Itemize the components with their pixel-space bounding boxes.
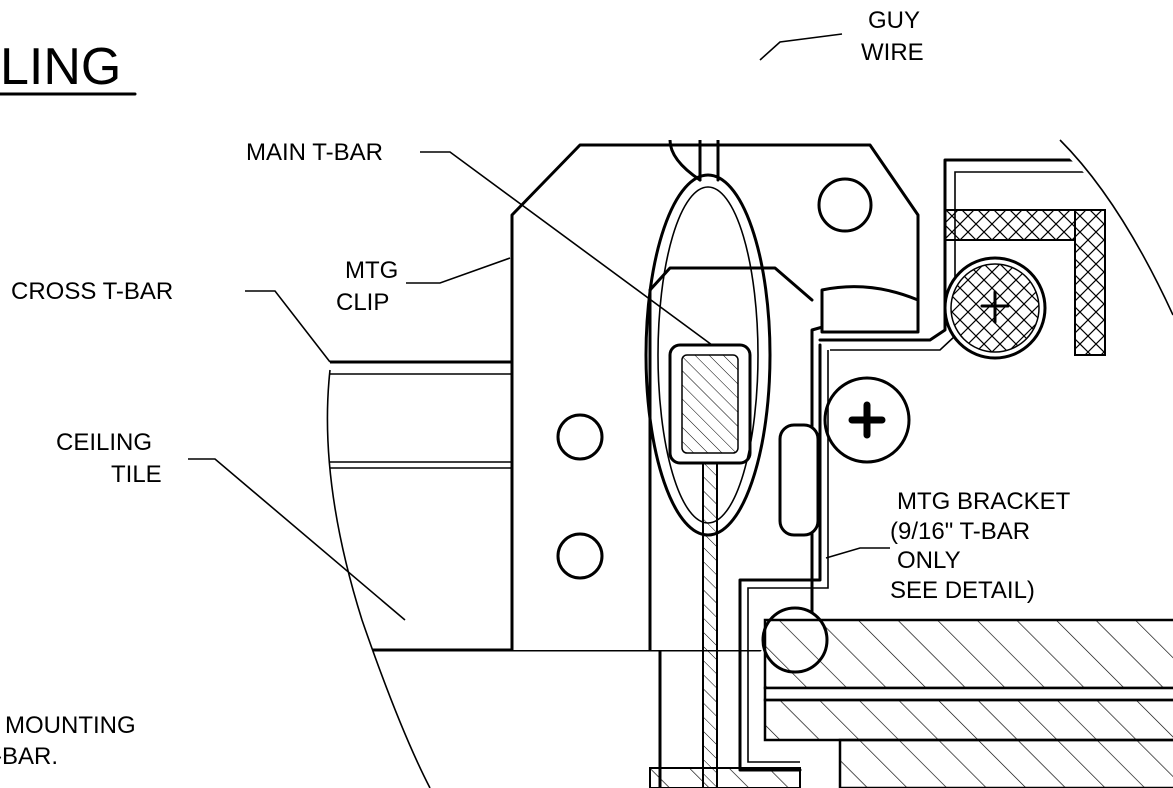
clip-hole-top	[817, 177, 873, 233]
title-fragment: LING	[0, 38, 137, 96]
label-mtg-clip: MTG CLIP	[336, 257, 398, 316]
mtg-clip-line2: CLIP	[336, 289, 389, 316]
note-line1: MOUNTING	[5, 712, 136, 739]
fixture-housing-lower	[763, 618, 1173, 788]
label-guy-wire: GUY WIRE	[861, 7, 924, 66]
screw-shape	[820, 285, 920, 464]
detail-view	[327, 0, 1173, 788]
guy-wire-line1: GUY	[868, 7, 920, 34]
label-cross-tbar: CROSS T-BAR	[11, 278, 173, 305]
cross-tbar-shape	[327, 360, 522, 469]
note-line2: -BAR.	[0, 743, 58, 770]
title-text: LING	[0, 38, 121, 96]
mtg-clip-line1: MTG	[345, 257, 398, 284]
leader-lines	[188, 33, 890, 621]
label-ceiling-tile: CEILING TILE	[56, 429, 162, 488]
main-tbar-shape	[649, 343, 801, 788]
detail-boundary-left	[326, 369, 431, 788]
mtg-bracket-line3: ONLY	[897, 547, 961, 574]
guy-wire-line2: WIRE	[861, 39, 924, 66]
clip-hole-upper	[556, 413, 604, 461]
label-main-tbar: MAIN T-BAR	[246, 139, 383, 166]
mtg-bracket-line2: (9/16" T-BAR	[890, 518, 1030, 545]
mtg-bracket-line4: SEE DETAIL)	[890, 577, 1035, 604]
ceiling-tile-line1: CEILING	[56, 429, 152, 456]
label-mtg-bracket: MTG BRACKET (9/16" T-BAR ONLY SEE DETAIL…	[890, 488, 1071, 604]
detail-boundary-right	[1059, 139, 1173, 316]
clip-hole-lower	[556, 532, 604, 580]
mtg-bracket-line1: MTG BRACKET	[897, 488, 1071, 515]
note-fragment: MOUNTING -BAR.	[0, 712, 136, 770]
fixture-housing-upper	[818, 158, 1173, 360]
ceiling-tile-line2: TILE	[111, 461, 162, 488]
